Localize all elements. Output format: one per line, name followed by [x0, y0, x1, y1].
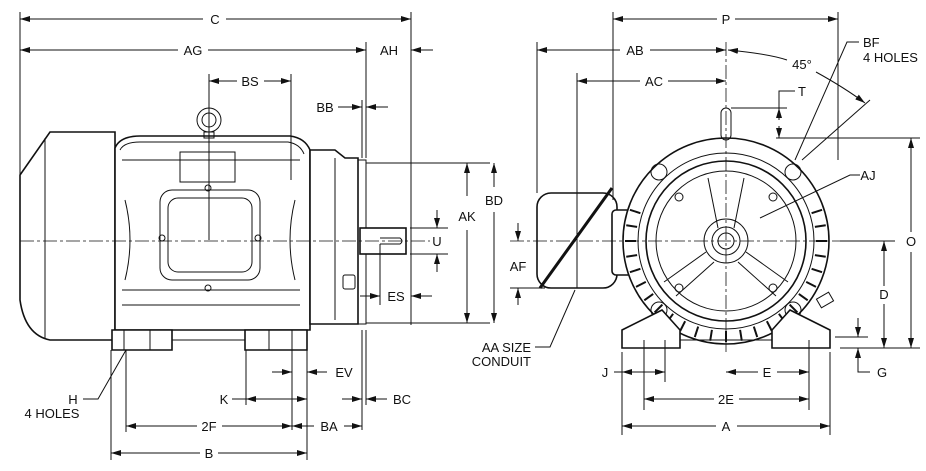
dimension-AF: AF: [510, 223, 545, 305]
label-AB: AB: [626, 43, 643, 58]
label-45deg: 45°: [792, 57, 812, 72]
dimension-BB: BB: [316, 100, 388, 158]
cooling-fin: [653, 303, 664, 314]
label-BC: BC: [393, 392, 411, 407]
label-AG: AG: [184, 43, 203, 58]
cooling-fin: [739, 329, 743, 341]
label-2F: 2F: [201, 419, 216, 434]
callout-AJ: AJ: [759, 168, 876, 219]
label-U: U: [432, 234, 441, 249]
label-AC: AC: [645, 74, 663, 89]
dimension-O: O: [840, 138, 920, 349]
label-J: J: [602, 365, 609, 380]
label-H-note: 4 HOLES: [25, 406, 80, 421]
label-H: H: [68, 392, 77, 407]
cooling-fin: [765, 320, 773, 332]
label-ES: ES: [387, 289, 405, 304]
label-B: B: [205, 446, 214, 461]
dimension-2F-BA: 2F BA: [125, 350, 362, 434]
cooling-fin: [814, 254, 826, 258]
cooling-fin: [626, 224, 638, 228]
label-E: E: [763, 365, 772, 380]
cooling-fin: [709, 329, 713, 341]
dimension-2E: 2E: [644, 392, 809, 407]
label-K: K: [220, 392, 229, 407]
label-BS: BS: [241, 74, 259, 89]
callout-BF: BF 4 HOLES: [794, 35, 918, 161]
label-D: D: [879, 287, 888, 302]
dimension-G: G: [835, 318, 887, 380]
conduit-box: [536, 187, 633, 289]
dimension-D: D: [840, 240, 895, 348]
label-G: G: [877, 365, 887, 380]
cooling-fin: [626, 254, 638, 258]
label-2E: 2E: [718, 392, 734, 407]
end-view-motor-body: [510, 42, 840, 352]
label-O: O: [906, 234, 916, 249]
dimension-ES: ES: [360, 244, 432, 305]
label-BA: BA: [320, 419, 338, 434]
cooling-fin: [811, 208, 823, 215]
cooling-fin: [798, 293, 809, 302]
label-A: A: [722, 419, 731, 434]
cooling-fin: [805, 280, 817, 288]
callout-H: H 4 HOLES: [25, 349, 127, 421]
callout-AA: AA SIZE CONDUIT: [472, 289, 576, 369]
label-T: T: [798, 84, 806, 99]
cooling-fin: [635, 280, 647, 288]
label-P: P: [722, 12, 731, 27]
side-view-motor-body: [19, 107, 430, 351]
cooling-fin: [643, 293, 654, 302]
label-BD: BD: [485, 193, 503, 208]
cooling-fin: [752, 326, 759, 338]
label-AK: AK: [458, 209, 476, 224]
label-C: C: [210, 12, 219, 27]
dimension-AC: AC: [576, 73, 726, 288]
dimension-P: P: [612, 12, 839, 200]
label-BF-note: 4 HOLES: [863, 50, 918, 65]
dimension-T: T: [731, 84, 920, 139]
dimension-AK-BD: AK BD: [366, 162, 503, 324]
end-view: P AB AC 45° BF 4 HOLES: [472, 12, 920, 435]
cooling-fin: [679, 320, 687, 332]
label-AH: AH: [380, 43, 398, 58]
side-view: C AG AH BS BB: [19, 12, 503, 461]
cooling-fin: [629, 267, 641, 274]
label-AF: AF: [510, 259, 527, 274]
dimension-AG: AG AH: [20, 42, 433, 158]
label-AJ: AJ: [860, 168, 875, 183]
dimension-EV: EV: [272, 350, 353, 430]
dimension-J: J: [602, 340, 666, 435]
dimension-K: K: [220, 350, 307, 407]
cooling-fin: [814, 224, 826, 228]
dimension-A: A: [622, 352, 831, 435]
label-BF: BF: [863, 35, 880, 50]
dimension-E: E: [726, 340, 810, 410]
dimension-AB: AB: [536, 42, 726, 193]
dimension-45deg: 45°: [727, 47, 871, 161]
label-AA-note: CONDUIT: [472, 354, 531, 369]
cooling-fin: [693, 326, 700, 338]
cooling-fin: [788, 303, 799, 314]
cooling-fin: [811, 267, 823, 274]
dimension-BS: BS: [208, 74, 292, 240]
label-EV: EV: [335, 365, 353, 380]
dimension-BC: BC: [342, 330, 411, 430]
label-AA: AA SIZE: [482, 340, 531, 355]
dimension-U: U: [410, 210, 448, 272]
dimension-B: B: [110, 350, 308, 461]
label-BB: BB: [316, 100, 333, 115]
cooling-fin: [629, 208, 641, 215]
